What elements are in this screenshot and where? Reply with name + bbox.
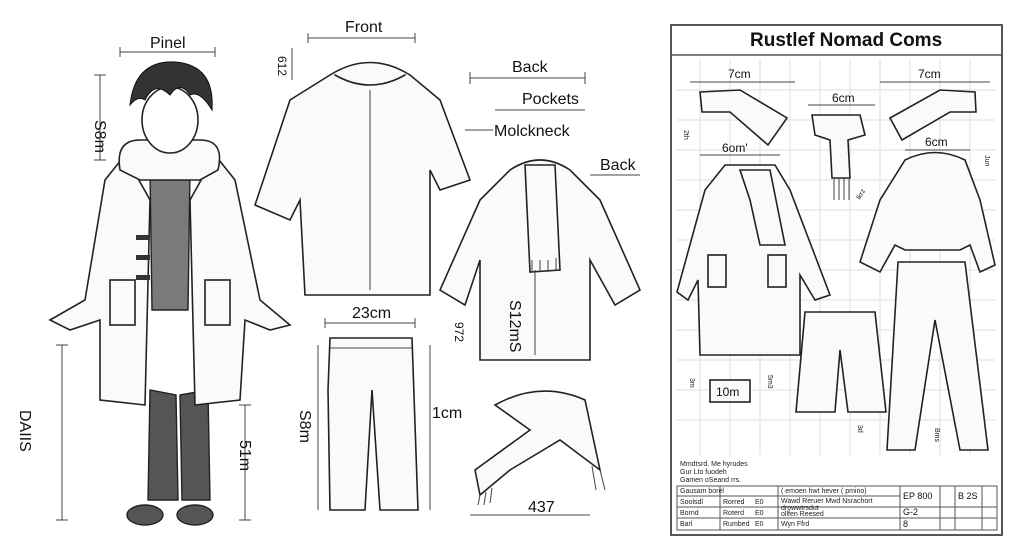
dim-sleeve-left: 7cm: [728, 67, 751, 81]
dim-scarf: 6cm: [832, 91, 855, 105]
spec-sheet-title: Rustlef Nomad Coms: [750, 30, 942, 51]
pants-drawing: [317, 318, 431, 511]
dim-jun: Jun: [983, 155, 990, 166]
note-line: Mmdtsrd. Me hyrudes: [680, 461, 748, 468]
table-cell: Roterd: [723, 510, 744, 517]
table-cell: Soolsdl: [680, 499, 703, 506]
jacket-back-drawing: [438, 159, 642, 361]
dim-coat-front: 6om': [722, 141, 748, 155]
table-cell: Rumbed: [723, 521, 750, 528]
label-back-side: Back: [600, 157, 637, 174]
table-header-left: Gausam borel: [680, 488, 724, 495]
table-row: Soolsdl Rorred E0: [680, 499, 764, 506]
character-figure: [48, 47, 292, 526]
label-pockets: Pockets: [522, 91, 579, 108]
dim-2th: 2th: [682, 130, 689, 140]
table-cell: E0: [755, 510, 764, 517]
table-code: EP 800: [903, 491, 932, 501]
note-line: Gamen oSeand rrs.: [680, 477, 741, 484]
dim-612: 612: [275, 56, 289, 76]
table-cell: E0: [755, 521, 764, 528]
table-row: Barl Rumbed E0: [680, 521, 764, 528]
spec-sheet-panel: [670, 24, 1003, 536]
coat-front-drawing: [254, 33, 472, 296]
dim-leg: 51m: [236, 440, 253, 471]
table-code: G-2: [903, 507, 918, 517]
table-mid-text: ollfen Reesed: [781, 511, 824, 518]
dim-head: S8m: [91, 120, 108, 153]
table-code: 8: [903, 519, 908, 529]
table-cell: Barl: [680, 521, 693, 528]
dim-s12m: S12mS: [506, 300, 523, 352]
scarf-drawing: [470, 390, 606, 516]
label-mockneck: Molckneck: [494, 123, 571, 140]
dim-3m: 3m: [688, 378, 695, 388]
table-row: Bornd Roterd E0: [680, 510, 764, 517]
table-mid-text: drowwtrsdut: [781, 505, 819, 512]
label-pinel: Pinel: [150, 35, 186, 52]
dim-437: 437: [528, 499, 555, 516]
table-header-mid: ( emoen hwt hever ( pmino): [781, 488, 867, 495]
label-front: Front: [345, 19, 383, 36]
dim-side: lkrz: [856, 188, 868, 201]
dim-23cm: 23cm: [352, 305, 391, 322]
dim-10m: 10m: [716, 385, 739, 399]
dim-pants-length: S8m: [296, 410, 313, 443]
dim-sleeve-right: 7cm: [918, 67, 941, 81]
dim-3d: 3d: [856, 425, 863, 433]
table-mid-text: Wawd Reruer Mwd Nsrachort: [781, 498, 873, 505]
dim-1cm: 1cm: [432, 405, 462, 422]
table-cell: Bornd: [680, 510, 699, 517]
table-code: B 2S: [958, 491, 978, 501]
dim-5m3: 5m3: [766, 375, 773, 389]
dim-bms: Bms: [933, 428, 940, 443]
table-cell: Rorred: [723, 499, 745, 506]
table-mid-text: Wyn Ffrd: [781, 521, 809, 528]
dim-body: DAIIS: [16, 410, 33, 452]
note-line: Gur Lto fuodeh: [680, 469, 727, 476]
label-back: Back: [512, 59, 549, 76]
title-block-table: [676, 485, 998, 531]
dim-972: 972: [452, 322, 466, 342]
dim-jacket-back: 6cm: [925, 135, 948, 149]
table-cell: E0: [755, 499, 764, 506]
